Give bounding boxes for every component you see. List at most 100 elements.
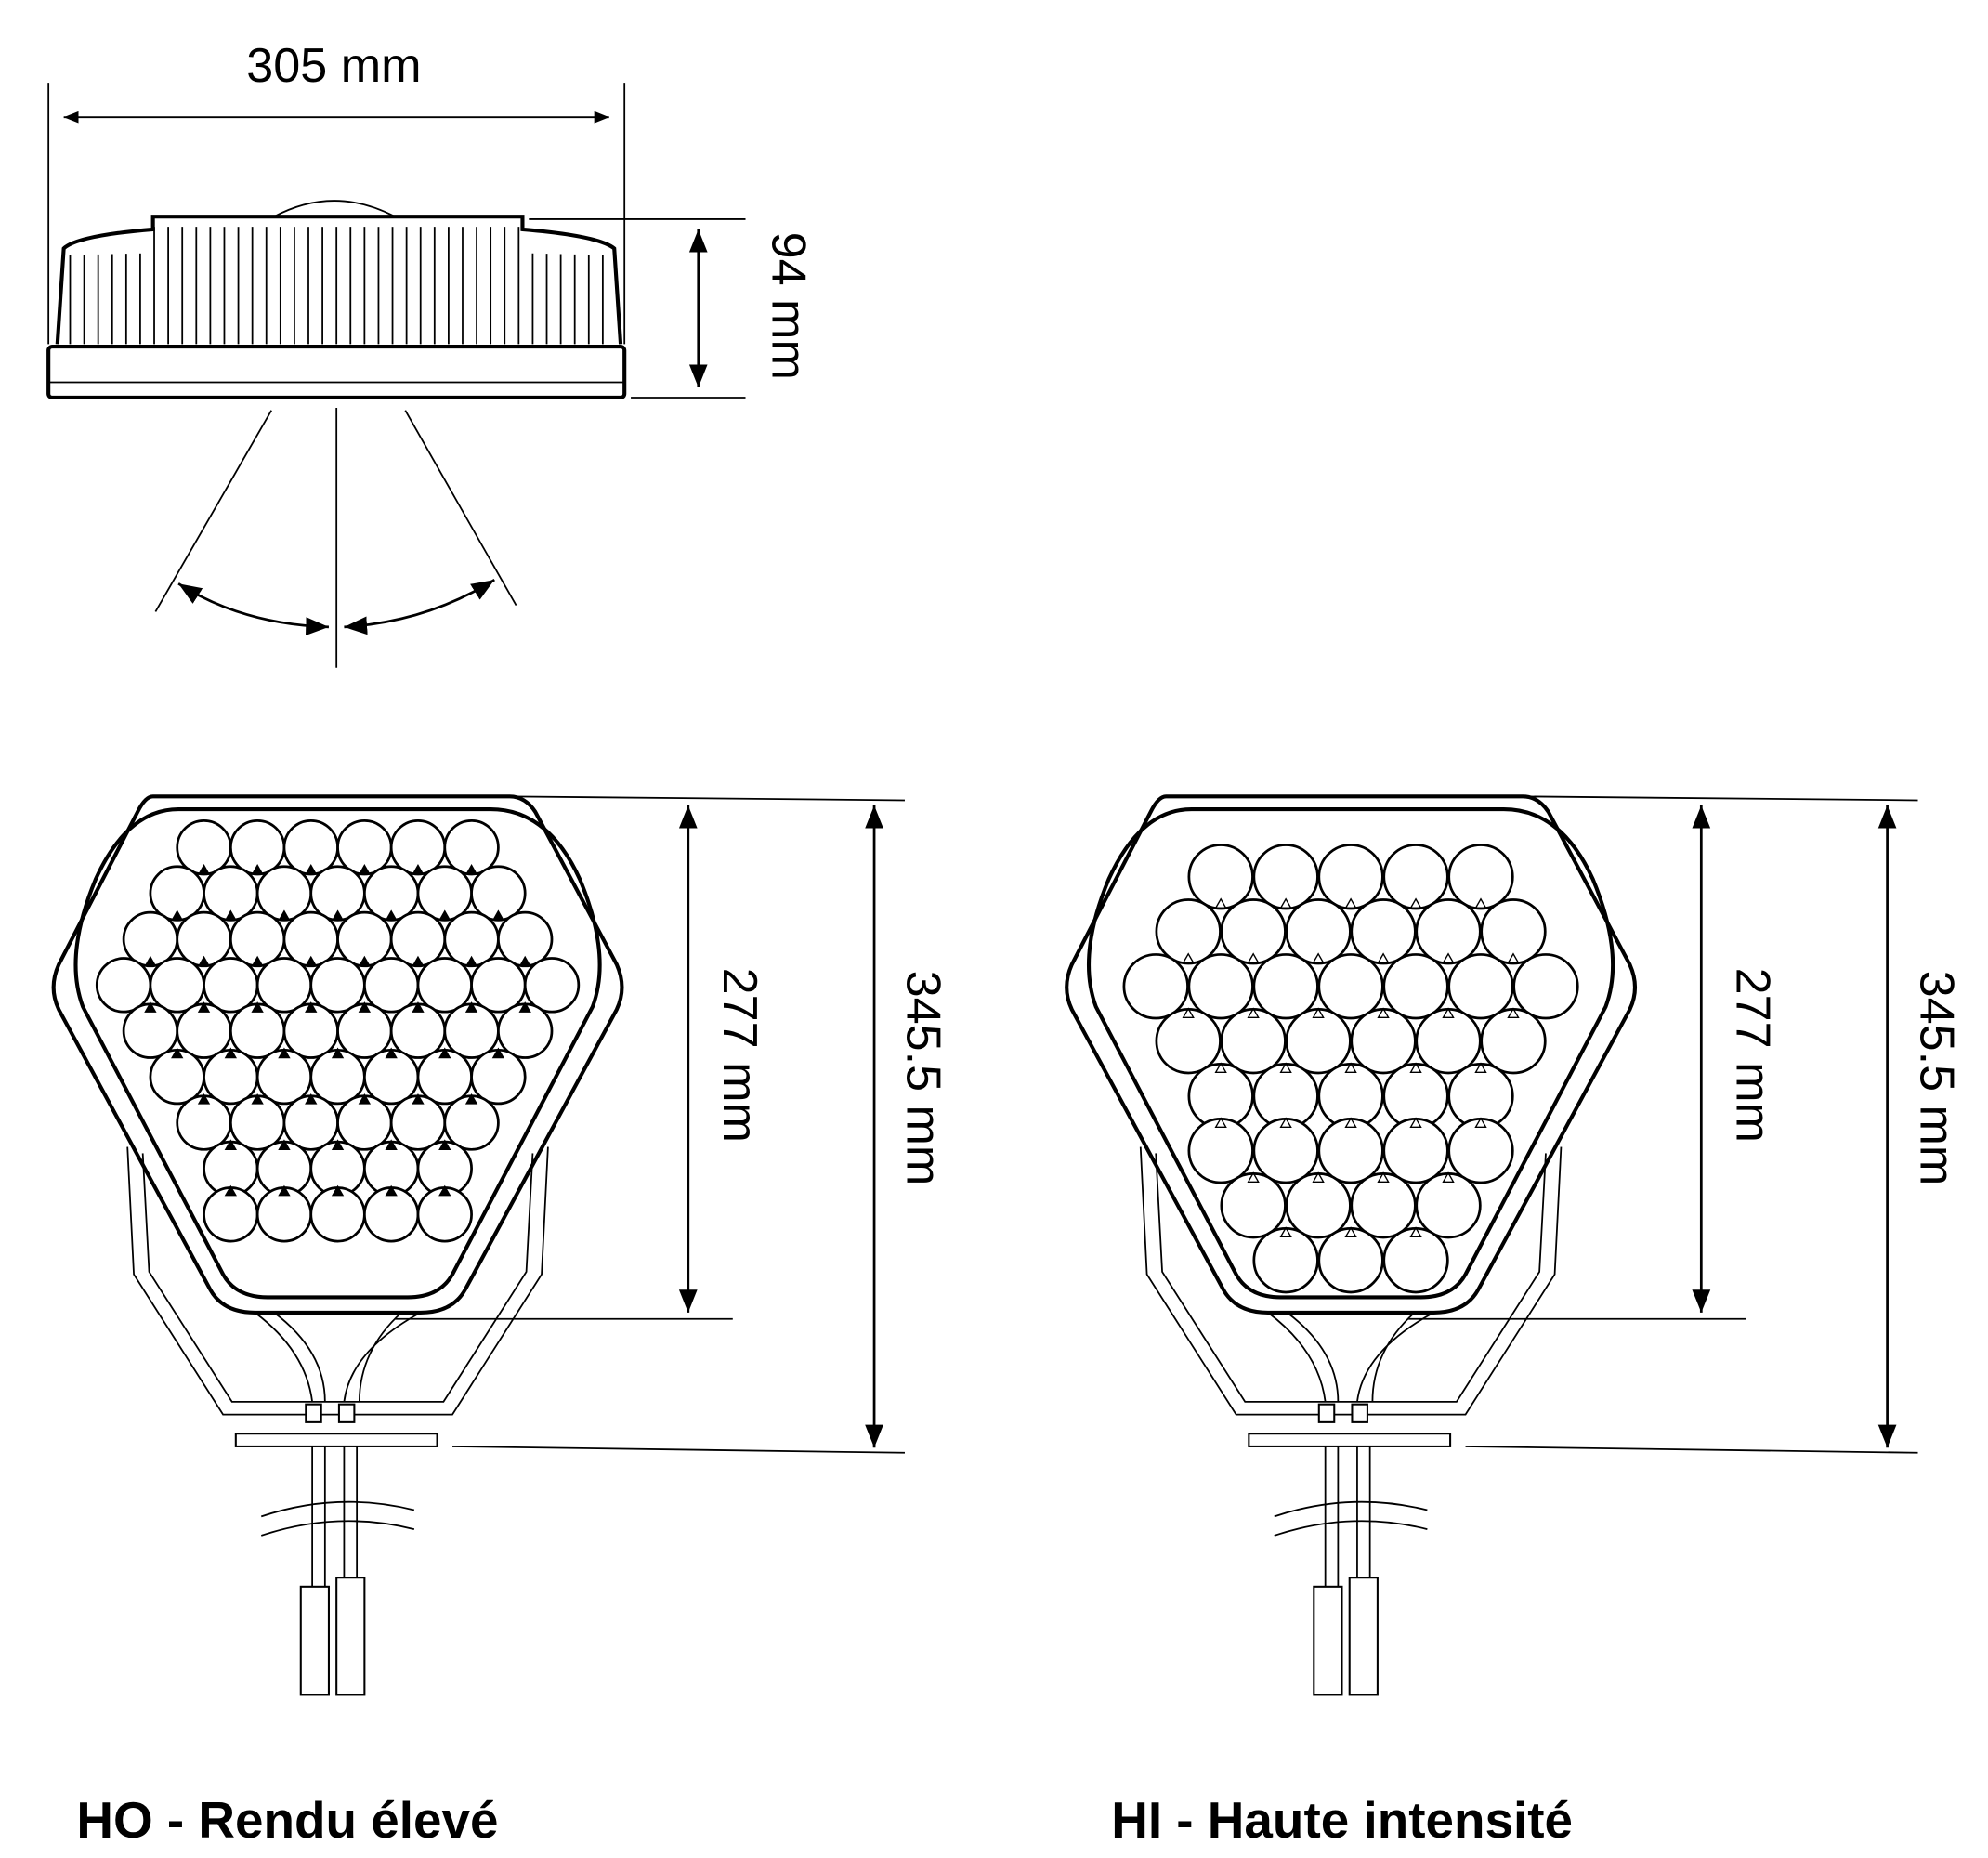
led-marker bbox=[1247, 952, 1260, 964]
led-marker bbox=[358, 1001, 372, 1013]
led-lens bbox=[1350, 1172, 1417, 1239]
ho-caption: HO - Rendu élevé bbox=[76, 1791, 498, 1849]
led-lens bbox=[1480, 1008, 1547, 1075]
led-marker bbox=[251, 1093, 264, 1105]
led-lens bbox=[1317, 953, 1384, 1020]
led-marker bbox=[1279, 1226, 1292, 1237]
led-marker bbox=[1409, 1226, 1422, 1237]
led-marker bbox=[224, 909, 237, 922]
led-lens bbox=[1187, 1118, 1254, 1184]
led-marker bbox=[197, 864, 211, 875]
led-marker bbox=[331, 1139, 345, 1150]
led-marker bbox=[278, 1184, 291, 1197]
led-marker bbox=[1344, 1226, 1357, 1237]
led-marker bbox=[1377, 1007, 1390, 1019]
hi-total-height-label: 345.5 mm bbox=[1909, 971, 1963, 1186]
led-lens bbox=[1252, 1226, 1319, 1294]
led-marker bbox=[224, 1047, 237, 1059]
led-marker bbox=[358, 955, 372, 967]
led-marker bbox=[1279, 1062, 1292, 1074]
mounting-plate bbox=[234, 1433, 438, 1447]
led-marker bbox=[1409, 1062, 1422, 1074]
led-marker bbox=[1474, 897, 1487, 909]
led-marker bbox=[1377, 1171, 1390, 1183]
cable-routing bbox=[254, 1312, 422, 1403]
hi-inner-height-label: 277 mm bbox=[1726, 968, 1780, 1143]
led-marker bbox=[1344, 897, 1357, 909]
led-marker bbox=[197, 955, 211, 967]
led-marker bbox=[385, 1184, 398, 1197]
mounting-bracket-inner bbox=[141, 1153, 534, 1403]
led-lens bbox=[1447, 1118, 1514, 1184]
led-marker bbox=[1344, 1062, 1357, 1074]
led-lens bbox=[1447, 953, 1514, 1020]
led-marker bbox=[171, 1047, 184, 1059]
led-marker bbox=[278, 909, 291, 922]
led-marker bbox=[412, 1001, 425, 1013]
led-marker bbox=[1279, 897, 1292, 909]
led-lens bbox=[1382, 953, 1449, 1020]
led-marker bbox=[1182, 952, 1195, 964]
led-lens bbox=[1415, 1172, 1482, 1239]
led-lens bbox=[470, 957, 527, 1014]
cable-gland bbox=[1351, 1403, 1368, 1423]
connector bbox=[1348, 1577, 1379, 1696]
led-lens bbox=[309, 957, 366, 1014]
led-marker bbox=[518, 1001, 531, 1013]
led-marker bbox=[1442, 1171, 1455, 1183]
led-marker bbox=[385, 1139, 398, 1150]
mounting-plate bbox=[1248, 1433, 1452, 1447]
led-lens bbox=[1317, 1118, 1384, 1184]
ho-inner-height-label: 277 mm bbox=[713, 968, 766, 1143]
led-marker bbox=[1377, 952, 1390, 964]
led-marker bbox=[224, 1139, 237, 1150]
led-lens bbox=[1317, 1226, 1384, 1294]
led-lens bbox=[1382, 1118, 1449, 1184]
led-marker bbox=[464, 1093, 478, 1105]
led-marker bbox=[224, 1184, 237, 1197]
led-marker bbox=[171, 909, 184, 922]
led-marker bbox=[331, 1184, 345, 1197]
led-marker bbox=[1214, 1117, 1227, 1128]
led-marker bbox=[251, 864, 264, 875]
led-marker bbox=[331, 1047, 345, 1059]
led-lens bbox=[1382, 1226, 1449, 1294]
led-marker bbox=[412, 1093, 425, 1105]
led-marker bbox=[197, 1093, 211, 1105]
extension-line bbox=[509, 795, 905, 802]
led-marker bbox=[197, 1001, 211, 1013]
led-marker bbox=[305, 1093, 318, 1105]
led-lens bbox=[203, 957, 259, 1014]
led-marker bbox=[464, 955, 478, 967]
led-marker bbox=[1312, 1171, 1325, 1183]
led-marker bbox=[412, 955, 425, 967]
led-marker bbox=[278, 1047, 291, 1059]
led-lens bbox=[1220, 1008, 1287, 1075]
led-marker bbox=[358, 864, 372, 875]
led-marker bbox=[1442, 1007, 1455, 1019]
led-lens bbox=[362, 957, 420, 1014]
extension-line bbox=[1523, 795, 1918, 802]
led-lens bbox=[1220, 1172, 1287, 1239]
led-marker bbox=[305, 1001, 318, 1013]
connector bbox=[1313, 1585, 1343, 1696]
led-marker bbox=[1507, 952, 1520, 964]
hi-caption: HI - Haute intensité bbox=[1111, 1791, 1573, 1849]
led-marker bbox=[358, 1093, 372, 1105]
led-lens bbox=[1415, 1008, 1482, 1075]
led-marker bbox=[144, 955, 157, 967]
cable-gland bbox=[305, 1403, 322, 1423]
led-lens bbox=[1512, 953, 1579, 1020]
led-marker bbox=[491, 1047, 505, 1059]
led-lens bbox=[1285, 1008, 1352, 1075]
beam-angle-indicator bbox=[154, 407, 517, 668]
led-marker bbox=[1247, 1007, 1260, 1019]
led-marker bbox=[305, 955, 318, 967]
led-lens bbox=[255, 957, 313, 1014]
cable-gland bbox=[337, 1403, 356, 1423]
led-marker bbox=[438, 1047, 451, 1059]
led-marker bbox=[385, 1047, 398, 1059]
led-lens bbox=[1155, 1008, 1222, 1075]
led-marker bbox=[491, 909, 505, 922]
